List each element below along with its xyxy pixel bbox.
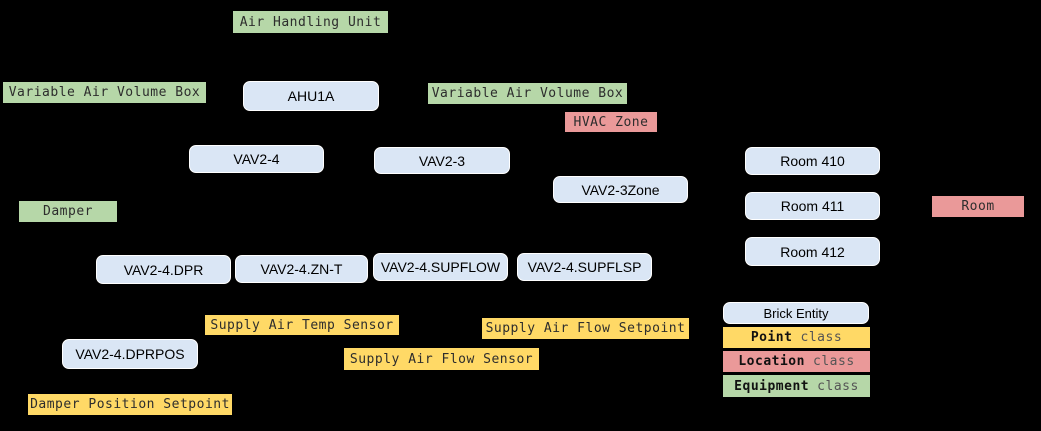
legend-location-class: Location class xyxy=(723,351,870,372)
equipment-class-damper: Damper xyxy=(19,201,117,222)
entity-vav2-4-dpr: VAV2-4.DPR xyxy=(96,255,231,284)
entity-vav2-4: VAV2-4 xyxy=(189,145,324,173)
entity-room-412: Room 412 xyxy=(745,237,880,266)
legend-equipment-class-name: Equipment xyxy=(734,378,810,394)
legend-location-class-name: Location xyxy=(738,354,805,369)
point-class-supply-air-flow-sensor: Supply Air Flow Sensor xyxy=(344,348,539,370)
legend-location-class-suffix: class xyxy=(813,354,855,369)
entity-room-410: Room 410 xyxy=(745,147,880,175)
legend-point-class-suffix: class xyxy=(800,330,843,345)
entity-vav2-4-supflsp: VAV2-4.SUPFLSP xyxy=(517,253,652,281)
legend-point-class: Point class xyxy=(723,327,870,348)
entity-vav2-4-supflow: VAV2-4.SUPFLOW xyxy=(373,253,508,281)
entity-vav2-4-zn-t: VAV2-4.ZN-T xyxy=(235,255,368,283)
entity-vav2-3: VAV2-3 xyxy=(374,147,510,174)
equipment-class-variable-air-volume-box-right: Variable Air Volume Box xyxy=(428,83,627,104)
point-class-supply-air-flow-setpoint: Supply Air Flow Setpoint xyxy=(482,318,689,339)
equipment-class-air-handling-unit: Air Handling Unit xyxy=(233,11,388,33)
point-class-damper-position-setpoint: Damper Position Setpoint xyxy=(28,394,232,415)
entity-vav2-4-dprpos: VAV2-4.DPRPOS xyxy=(62,339,198,369)
legend-brick-entity: Brick Entity xyxy=(723,302,869,324)
point-class-supply-air-temp-sensor: Supply Air Temp Sensor xyxy=(205,315,399,335)
legend-equipment-class-suffix: class xyxy=(817,378,859,394)
entity-vav2-3zone: VAV2-3Zone xyxy=(553,176,688,203)
legend-point-class-name: Point xyxy=(750,330,793,345)
equipment-class-variable-air-volume-box-left: Variable Air Volume Box xyxy=(3,82,206,103)
location-class-hvac-zone: HVAC Zone xyxy=(565,112,657,132)
entity-room-411: Room 411 xyxy=(745,192,880,220)
entity-ahu1a: AHU1A xyxy=(243,81,379,111)
location-class-room: Room xyxy=(932,196,1024,217)
legend-equipment-class: Equipment class xyxy=(723,375,870,397)
